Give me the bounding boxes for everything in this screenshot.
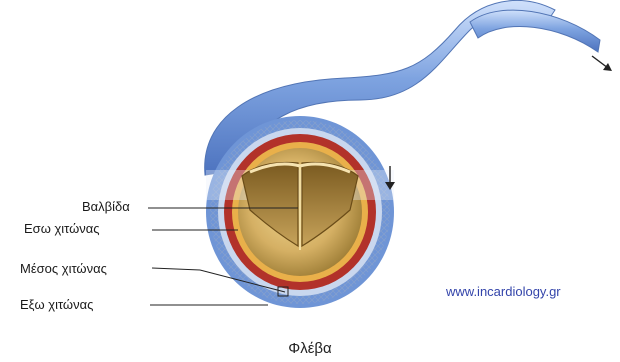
media-label: Μέσος χιτώνας [20,262,107,275]
valve-label: Βαλβίδα [82,200,130,213]
intima-label: Εσω χιτώνας [24,222,100,235]
flow-arrow-icon [592,56,612,71]
adventitia-label: Εξω χιτώνας [20,298,93,311]
website-link[interactable]: www.incardiology.gr [446,284,561,299]
figure-caption: Φλέβα [0,340,620,357]
